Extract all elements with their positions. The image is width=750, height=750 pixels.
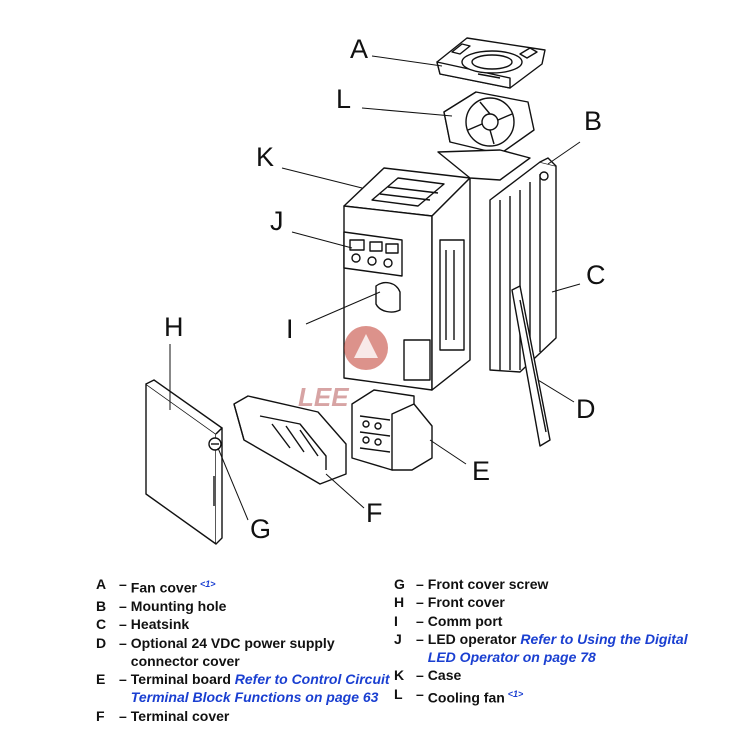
- legend-label: Optional 24 VDC power supply connector c…: [130, 634, 335, 669]
- cross-reference-link[interactable]: Refer to Using the Digital LED Operator …: [427, 630, 688, 666]
- legend-item-B: B– Mounting hole: [96, 597, 396, 615]
- legend-key: E: [96, 671, 106, 688]
- legend-body: LED operator Refer to Using the Digital …: [428, 630, 694, 667]
- legend-label: Comm port: [427, 612, 503, 629]
- legend-body: Cooling fan<1>: [428, 685, 694, 707]
- callout-I: I: [286, 314, 294, 344]
- front-cover-part: [145, 379, 223, 545]
- legend-item-L: L– Cooling fan<1>: [394, 685, 694, 707]
- legend-dash: –: [416, 576, 424, 592]
- heatsink-part: [489, 157, 557, 447]
- callout-L: L: [336, 84, 351, 114]
- legend-item-K: K– Case: [394, 666, 694, 684]
- legend-item-C: C– Heatsink: [96, 615, 396, 633]
- legend-dash: –: [416, 594, 424, 611]
- footnote-ref[interactable]: <1>: [199, 579, 216, 589]
- callout-H: H: [164, 312, 184, 342]
- legend-key: K: [394, 667, 405, 684]
- callout-J: J: [270, 206, 284, 236]
- legend-item-I: I – Comm port: [394, 612, 694, 630]
- led-operator-part: [343, 231, 403, 277]
- terminal-cover-part: [233, 395, 347, 485]
- watermark-text: LEE: [298, 382, 349, 412]
- legend-key: I: [394, 612, 398, 629]
- callout-K: K: [256, 142, 274, 172]
- legend-key: H: [394, 594, 405, 611]
- legend-item-A: A– Fan cover<1>: [96, 575, 396, 597]
- legend-key: A: [96, 576, 107, 592]
- legend-label: Front cover screw: [427, 576, 549, 592]
- legend-label: Heatsink: [130, 616, 190, 633]
- legend-key: J: [394, 630, 402, 647]
- legend-dash: –: [416, 685, 424, 702]
- legend-label: Cooling fan: [427, 689, 505, 706]
- exploded-view-diagram: A L B K J C H I D E F G LEE: [145, 34, 606, 545]
- legend-label: Case: [427, 667, 462, 684]
- legend-label: Terminal cover: [130, 707, 230, 724]
- legend-label: Front cover: [427, 594, 505, 611]
- legend-dash: –: [119, 634, 127, 651]
- legend-dash: –: [119, 576, 127, 592]
- callout-C: C: [586, 260, 606, 290]
- legend-dash: –: [416, 667, 424, 684]
- legend-right-column: G– Front cover screw H– Front cover I– C…: [394, 575, 694, 707]
- legend-item-G: G– Front cover screw: [394, 575, 694, 593]
- legend-label: Terminal board: [130, 671, 235, 688]
- terminal-board-part: [351, 389, 433, 471]
- legend-key: F: [96, 707, 105, 724]
- callout-E: E: [472, 456, 490, 486]
- legend-label: LED operator: [427, 630, 521, 647]
- legend-dash: –: [119, 707, 127, 724]
- footnote-ref[interactable]: <1>: [507, 688, 524, 699]
- leader-lines: [169, 55, 581, 521]
- callout-F: F: [366, 498, 383, 528]
- legend-label: Mounting hole: [130, 597, 227, 614]
- legend-item-D: D– Optional 24 VDC power supply connecto…: [96, 634, 396, 671]
- legend-dash: –: [119, 597, 127, 614]
- callout-B: B: [584, 106, 602, 136]
- legend-key: D: [96, 634, 107, 651]
- legend-item-J: J– LED operator Refer to Using the Digit…: [394, 630, 694, 667]
- callout-D: D: [576, 394, 596, 424]
- fan-cover-part: [436, 37, 546, 89]
- front-cover-screw-part: [208, 437, 222, 451]
- legend-item-F: F– Terminal cover: [96, 707, 396, 725]
- legend-key: B: [96, 597, 107, 614]
- legend-key: G: [394, 576, 405, 592]
- legend-dash: –: [119, 671, 127, 688]
- legend-body: Fan cover<1>: [131, 575, 396, 597]
- legend-left-column: A– Fan cover<1> B– Mounting hole C– Heat…: [96, 575, 396, 725]
- callout-G: G: [250, 514, 271, 544]
- cooling-fan-part: [443, 91, 535, 155]
- legend-label: Fan cover: [130, 579, 197, 596]
- cross-reference-link[interactable]: Refer to Control Circuit Terminal Block …: [130, 671, 390, 706]
- legend-key: C: [96, 616, 107, 633]
- callout-A: A: [350, 34, 368, 64]
- legend-item-E: E– Terminal board Refer to Control Circu…: [96, 670, 396, 707]
- watermark-logo: LEE: [298, 326, 388, 412]
- legend-dash: –: [119, 616, 127, 633]
- comm-port-part: [375, 281, 401, 313]
- legend-item-H: H– Front cover: [394, 593, 694, 611]
- case-internals: [403, 239, 465, 381]
- legend-dash: –: [416, 630, 424, 647]
- legend-dash: –: [416, 612, 424, 629]
- legend-key: L: [394, 685, 403, 702]
- legend-body: Terminal board Refer to Control Circuit …: [131, 670, 396, 707]
